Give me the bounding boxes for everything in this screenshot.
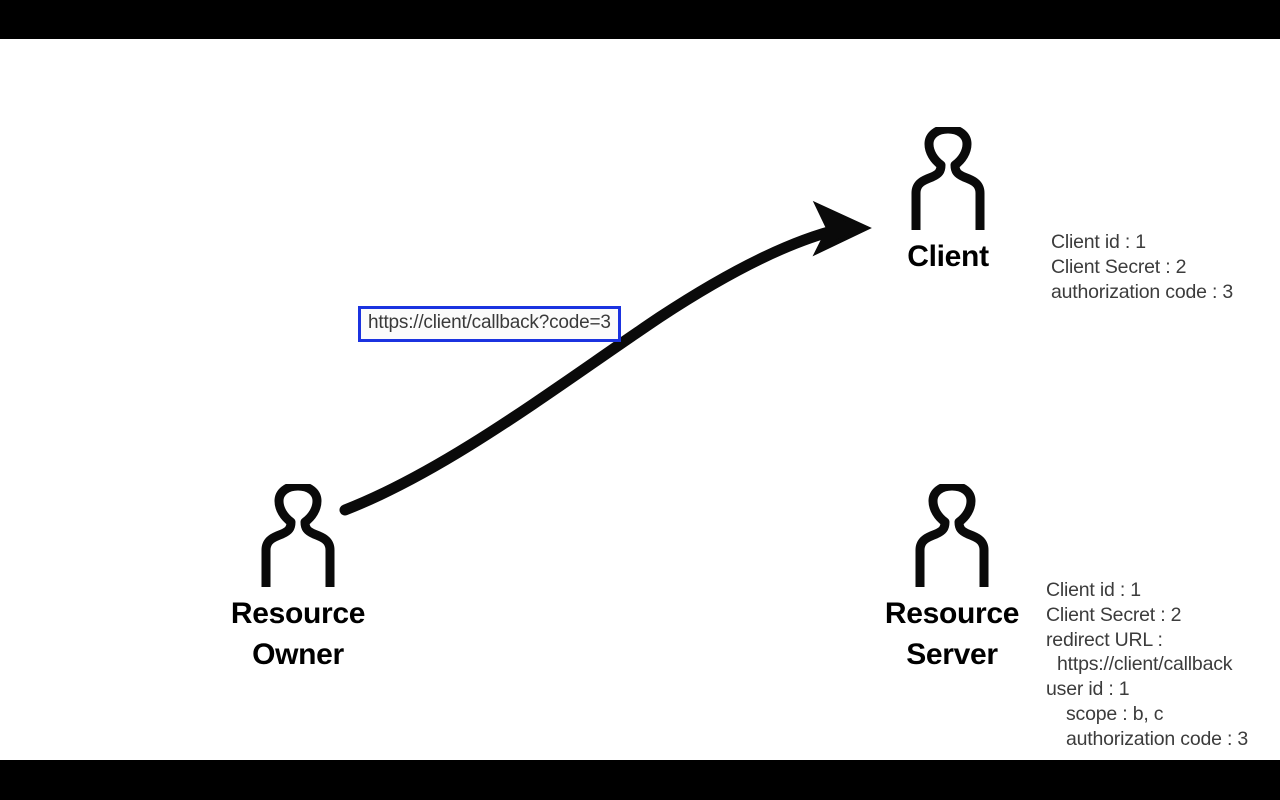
resource-server-annotation-line: Client id : 1: [1046, 579, 1141, 601]
person-icon: [911, 127, 985, 230]
client-annotation-line: Client id : 1: [1051, 231, 1146, 253]
client-annotation-line: authorization code : 3: [1051, 281, 1233, 306]
redirect-url-callout: https://client/callback?code=3: [358, 306, 621, 342]
resource-server-annotation-line: redirect URL :: [1046, 628, 1163, 651]
resource-server-annotation-line: user id : 1: [1046, 678, 1130, 701]
client-annotation-highlight: authorization code : 3: [1051, 280, 1234, 303]
curved-arrow-icon: [339, 200, 872, 516]
letterbox-bar-bottom: [0, 760, 1280, 800]
actor-resource-owner-label: Resource Owner: [230, 597, 366, 671]
resource-server-annotation-line: https://client/callback: [1057, 653, 1233, 676]
actor-resource-server[interactable]: Resource Server: [852, 484, 1052, 675]
person-icon: [261, 484, 335, 587]
letterbox-bar-top: [0, 0, 1280, 39]
resource-server-annotation-line: authorization code : 3: [1066, 727, 1249, 750]
person-icon: [915, 484, 989, 587]
actor-resource-owner[interactable]: Resource Owner: [198, 484, 398, 675]
resource-server-annotation-line: scope : b, c: [1066, 703, 1164, 726]
client-annotation-line: Client Secret : 2: [1051, 255, 1187, 278]
actor-client[interactable]: Client: [848, 127, 1048, 278]
actor-resource-server-label: Resource Server: [884, 597, 1020, 671]
actor-client-label: Client: [907, 240, 989, 273]
resource-server-annotation-line: Client Secret : 2: [1046, 603, 1182, 626]
diagram-canvas: Client Resource Owner Resource Server ht…: [0, 39, 1280, 760]
